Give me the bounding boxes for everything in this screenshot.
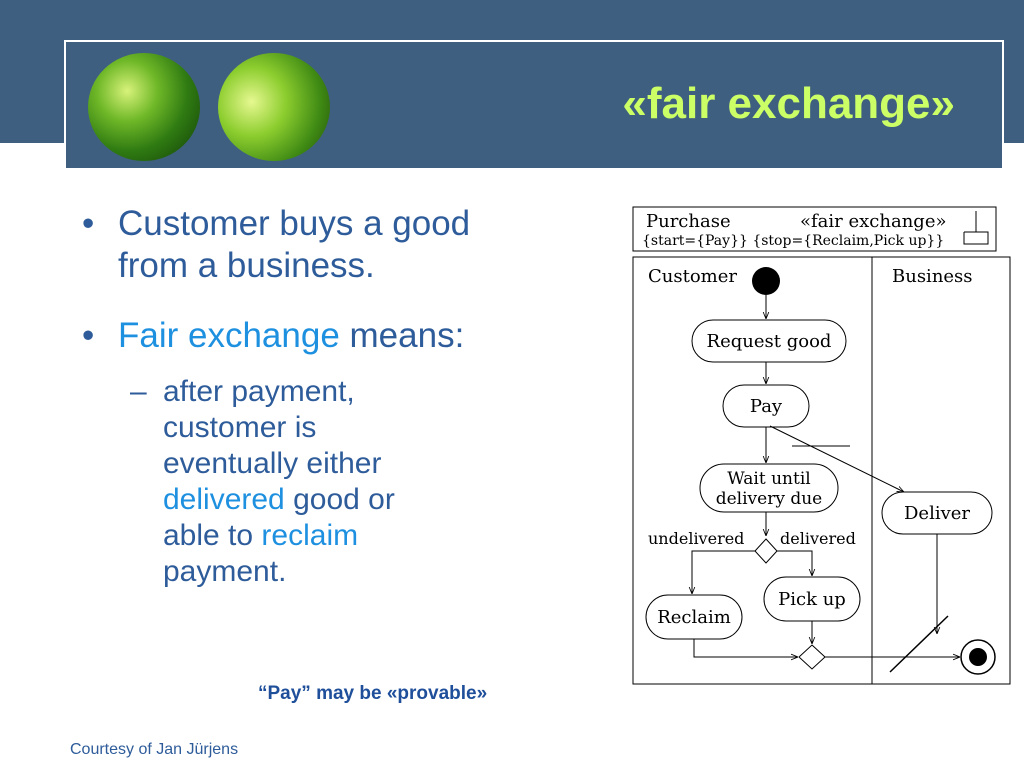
activity-label-line1: Wait until bbox=[727, 469, 810, 489]
sub-bullet: – after payment, customer is eventually … bbox=[130, 374, 490, 590]
flow-arrow-reclaim-merge bbox=[693, 639, 798, 657]
merge-node bbox=[798, 644, 826, 670]
bullet-marker: • bbox=[82, 316, 95, 355]
guard-undelivered: undelivered bbox=[648, 529, 744, 548]
means-text: means: bbox=[339, 316, 465, 355]
bullet-line: Fair exchange means: bbox=[82, 315, 592, 357]
title-panel: «fair exchange» bbox=[64, 40, 1004, 170]
leaf-photo-left bbox=[88, 53, 200, 161]
activity-label-line2: delivery due bbox=[716, 489, 823, 509]
activity-label: Request good bbox=[707, 331, 832, 352]
reclaim-highlight: reclaim bbox=[261, 519, 359, 552]
sub-bullet-line: customer is bbox=[163, 411, 317, 444]
able-to-text: able to bbox=[163, 519, 262, 552]
flow-arrow-delivered bbox=[777, 550, 812, 576]
join-bar bbox=[889, 615, 949, 673]
rake-icon bbox=[963, 211, 989, 245]
leaf-photo-right bbox=[218, 53, 330, 161]
activity-label: Reclaim bbox=[657, 607, 731, 628]
delivered-highlight: delivered bbox=[163, 483, 285, 516]
tagged-values: {start={Pay}} {stop={Reclaim,Pick up}} bbox=[642, 233, 944, 249]
activity-label: Pick up bbox=[778, 589, 846, 610]
bullet-fair-exchange: • Fair exchange means: bbox=[82, 315, 592, 357]
swimlane-business: Business bbox=[892, 266, 973, 287]
initial-node bbox=[752, 267, 780, 295]
sub-bullet-line: delivered good or bbox=[130, 482, 490, 518]
sub-bullet-line: after payment, bbox=[163, 375, 355, 408]
activity-diagram: Purchase «fair exchange» {start={Pay}} {… bbox=[632, 206, 1011, 685]
decision-node bbox=[754, 538, 778, 564]
bullet-marker: • bbox=[82, 204, 95, 243]
final-node-core bbox=[969, 648, 987, 666]
slide-title: «fair exchange» bbox=[622, 79, 955, 128]
bullet-customer-buys: • Customer buys a good from a business. bbox=[82, 203, 592, 287]
credit-footer: Courtesy of Jan Jürjens bbox=[70, 741, 239, 758]
swimlane-customer: Customer bbox=[648, 266, 737, 287]
good-or-text: good or bbox=[284, 483, 395, 516]
guard-delivered: delivered bbox=[780, 529, 856, 548]
flow-arrow-to-deliver bbox=[769, 425, 904, 492]
diagram-header-box bbox=[632, 206, 997, 252]
bullet-line: from a business. bbox=[118, 246, 375, 285]
flow-arrow-undelivered bbox=[692, 550, 755, 594]
sub-bullet-line: eventually either bbox=[163, 447, 382, 480]
provable-note: “Pay” may be «provable» bbox=[258, 683, 488, 704]
sub-bullet-marker: – bbox=[130, 375, 147, 408]
sub-bullet-line: able to reclaim bbox=[130, 518, 490, 554]
fair-exchange-highlight: Fair exchange bbox=[118, 316, 340, 355]
stereotype-label: «fair exchange» bbox=[800, 211, 946, 232]
activity-wait-until-delivery-due bbox=[699, 463, 839, 513]
activity-label: Pay bbox=[750, 396, 783, 417]
bullet-line: Customer buys a good bbox=[118, 204, 471, 243]
activity-label: Deliver bbox=[904, 503, 970, 524]
activity-name: Purchase bbox=[646, 211, 731, 232]
sub-bullet-line: payment. bbox=[163, 555, 287, 588]
activity-request-good bbox=[691, 319, 847, 363]
